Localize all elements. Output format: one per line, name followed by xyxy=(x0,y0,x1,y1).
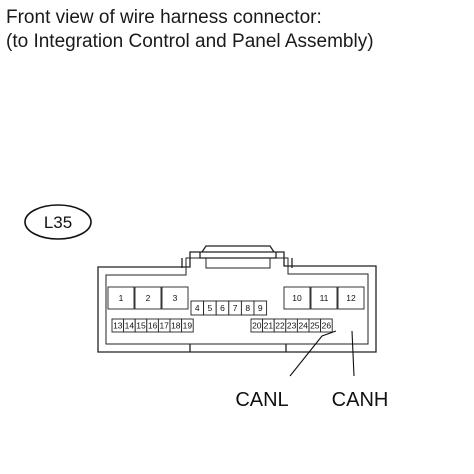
pin-10: 10 xyxy=(283,286,311,310)
pin-26: 26 xyxy=(320,318,333,333)
canh-leader-line xyxy=(351,330,355,377)
pin-7: 7 xyxy=(228,300,242,316)
pin-11: 11 xyxy=(310,286,338,310)
pin-number: 6 xyxy=(220,303,225,313)
lock-latch-top xyxy=(201,245,275,253)
pin-number: 18 xyxy=(171,321,181,331)
pin-14: 14 xyxy=(123,318,136,333)
connector-id-oval xyxy=(24,204,92,240)
canl-label: CANL xyxy=(235,389,288,411)
connector-id-badge: L35 xyxy=(24,204,92,240)
pin-number: 22 xyxy=(275,321,285,331)
pin-number: 11 xyxy=(320,293,329,303)
pin-number: 3 xyxy=(173,293,178,303)
pin-25: 25 xyxy=(308,318,322,333)
pin-23: 23 xyxy=(285,318,298,333)
pin-cell xyxy=(320,318,333,333)
pin-number: 26 xyxy=(322,321,332,331)
pin-number: 16 xyxy=(148,321,158,331)
pin-cell xyxy=(283,286,311,310)
pin-number: 2 xyxy=(146,293,151,303)
canh-label: CANH xyxy=(332,389,389,411)
pin-24: 24 xyxy=(296,318,310,333)
housing-outline xyxy=(97,251,377,353)
pin-22: 22 xyxy=(273,318,287,333)
pin-number: 4 xyxy=(195,303,200,313)
pin-cell xyxy=(161,286,189,310)
pin-number: 19 xyxy=(183,321,193,331)
pin-4: 4 xyxy=(190,300,205,316)
pin-cell xyxy=(337,286,365,310)
pin-number: 17 xyxy=(159,321,169,331)
pin-number: 13 xyxy=(113,321,123,331)
pin-3: 3 xyxy=(161,286,189,310)
pin-cell xyxy=(310,286,338,310)
pin-19: 19 xyxy=(181,318,194,333)
pin-number: 8 xyxy=(245,303,250,313)
pin-20: 20 xyxy=(250,318,264,333)
diagram-caption-line-1: Front view of wire harness connector: xyxy=(6,7,322,28)
pin-8: 8 xyxy=(240,300,255,316)
pin-9: 9 xyxy=(253,300,268,316)
canl-leader-line xyxy=(289,330,337,377)
pin-number: 5 xyxy=(208,303,213,313)
diagram-caption-line-2: (to Integration Control and Panel Assemb… xyxy=(6,31,374,52)
pin-cell xyxy=(107,286,135,310)
pin-2: 2 xyxy=(134,286,162,310)
pin-number: 25 xyxy=(310,321,320,331)
pin-6: 6 xyxy=(215,300,230,316)
pin-12: 12 xyxy=(337,286,365,310)
pin-17: 17 xyxy=(157,318,171,333)
pin-13: 13 xyxy=(111,318,125,333)
pin-16: 16 xyxy=(146,318,159,333)
pin-number: 7 xyxy=(233,303,238,313)
pin-cell xyxy=(134,286,162,310)
pin-cell xyxy=(253,300,268,316)
pin-1: 1 xyxy=(107,286,135,310)
lock-latch-inner xyxy=(205,258,271,269)
connector-housing xyxy=(97,245,377,353)
pin-18: 18 xyxy=(169,318,183,333)
pin-number: 9 xyxy=(258,303,263,313)
lock-latch xyxy=(199,252,277,259)
callout-leaders xyxy=(289,330,355,377)
pin-21: 21 xyxy=(262,318,275,333)
pin-number: 20 xyxy=(252,321,262,331)
pin-number: 14 xyxy=(125,321,135,331)
pin-number: 23 xyxy=(287,321,297,331)
pin-number: 15 xyxy=(136,321,146,331)
pin-number: 21 xyxy=(264,321,274,331)
pin-number: 24 xyxy=(298,321,308,331)
pin-15: 15 xyxy=(134,318,148,333)
pin-number: 1 xyxy=(119,293,124,303)
pin-cell xyxy=(181,318,194,333)
pin-5: 5 xyxy=(203,300,217,316)
pin-number: 10 xyxy=(292,293,302,303)
connector-id-label: L35 xyxy=(44,213,72,232)
pin-number: 12 xyxy=(346,293,356,303)
